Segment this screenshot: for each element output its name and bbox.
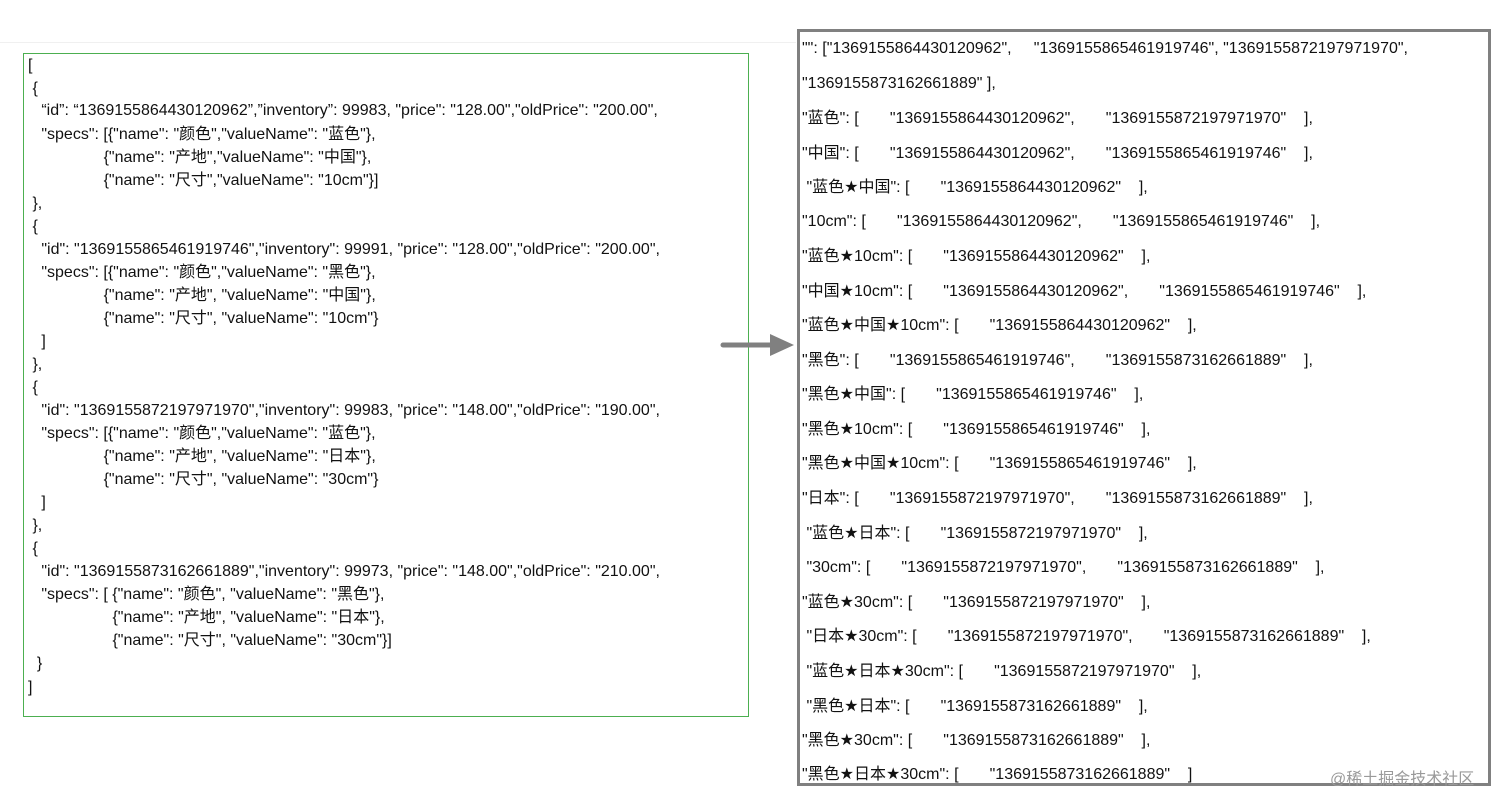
map-entry: "日本★30cm": [ "1369155872197971970", "136… xyxy=(802,628,1371,645)
json-line: ] xyxy=(28,333,46,350)
map-entry: "1369155873162661889" ], xyxy=(802,75,996,92)
json-line: "id": "1369155865461919746","inventory":… xyxy=(28,241,660,258)
json-line: } xyxy=(28,655,43,672)
json-line: {"name": "尺寸", "valueName": "30cm"}] xyxy=(28,632,392,649)
map-entry: "日本": [ "1369155872197971970", "13691558… xyxy=(802,490,1313,507)
watermark: @稀土掘金技术社区 xyxy=(1330,771,1475,788)
index-map-panel: "": ["1369155864430120962", "13691558654… xyxy=(797,29,1491,786)
json-line: }, xyxy=(28,517,43,534)
map-entry: "10cm": [ "1369155864430120962", "136915… xyxy=(802,213,1321,230)
json-line: "specs": [ {"name": "颜色", "valueName": "… xyxy=(28,586,385,603)
json-line: "specs": [{"name": "颜色","valueName": "蓝色… xyxy=(28,126,376,143)
map-entry: "中国": [ "1369155864430120962", "13691558… xyxy=(802,145,1313,162)
map-entry: "蓝色★日本": [ "1369155872197971970" ], xyxy=(802,525,1148,542)
map-entry: "蓝色★中国★10cm": [ "1369155864430120962" ], xyxy=(802,317,1197,334)
json-line: "id": "1369155872197971970","inventory":… xyxy=(28,402,660,419)
json-line: "specs": [{"name": "颜色","valueName": "蓝色… xyxy=(28,425,376,442)
json-line: { xyxy=(28,218,38,235)
map-entry: "黑色★中国": [ "1369155865461919746" ], xyxy=(802,386,1144,403)
json-line: ] xyxy=(28,494,46,511)
json-line: {"name": "产地", "valueName": "中国"}, xyxy=(28,287,376,304)
json-line: ] xyxy=(28,679,33,696)
json-line: {"name": "产地", "valueName": "日本"}, xyxy=(28,448,376,465)
map-entry: "蓝色★日本★30cm": [ "1369155872197971970" ], xyxy=(802,663,1202,680)
json-line: “id”: “1369155864430120962”,”inventory”:… xyxy=(28,102,658,119)
map-entry: "蓝色★10cm": [ "1369155864430120962" ], xyxy=(802,248,1151,265)
json-line: {"name": "产地", "valueName": "日本"}, xyxy=(28,609,385,626)
map-entry: "中国★10cm": [ "1369155864430120962", "136… xyxy=(802,283,1367,300)
right-arrow-icon xyxy=(720,334,794,356)
map-entry: "黑色★中国★10cm": [ "1369155865461919746" ], xyxy=(802,455,1197,472)
map-entry: "30cm": [ "1369155872197971970", "136915… xyxy=(802,559,1325,576)
json-line: {"name": "尺寸", "valueName": "10cm"} xyxy=(28,310,379,327)
top-divider xyxy=(0,42,796,43)
map-entry: "蓝色★中国": [ "1369155864430120962" ], xyxy=(802,179,1148,196)
json-line: }, xyxy=(28,195,43,212)
json-line: }, xyxy=(28,356,43,373)
json-line: { xyxy=(28,540,38,557)
json-line: {"name": "产地","valueName": "中国"}, xyxy=(28,149,372,166)
json-line: "specs": [{"name": "颜色","valueName": "黑色… xyxy=(28,264,376,281)
map-entry: "蓝色": [ "1369155864430120962", "13691558… xyxy=(802,110,1313,127)
map-entry: "黑色★日本★30cm": [ "1369155873162661889" ] xyxy=(802,766,1193,783)
source-json-panel: [ { “id”: “1369155864430120962”,”invento… xyxy=(23,53,749,717)
json-line: {"name": "尺寸","valueName": "10cm"}] xyxy=(28,172,379,189)
map-entry: "": ["1369155864430120962", "13691558654… xyxy=(802,40,1408,57)
map-entry: "黑色★10cm": [ "1369155865461919746" ], xyxy=(802,421,1151,438)
json-line: {"name": "尺寸", "valueName": "30cm"} xyxy=(28,471,379,488)
map-entry: "蓝色★30cm": [ "1369155872197971970" ], xyxy=(802,594,1151,611)
json-line: { xyxy=(28,80,38,97)
map-entry: "黑色★日本": [ "1369155873162661889" ], xyxy=(802,698,1148,715)
json-line: { xyxy=(28,379,38,396)
map-entry: "黑色★30cm": [ "1369155873162661889" ], xyxy=(802,732,1151,749)
json-line: "id": "1369155873162661889","inventory":… xyxy=(28,563,660,580)
json-line: [ xyxy=(28,57,33,74)
map-entry: "黑色": [ "1369155865461919746", "13691558… xyxy=(802,352,1313,369)
